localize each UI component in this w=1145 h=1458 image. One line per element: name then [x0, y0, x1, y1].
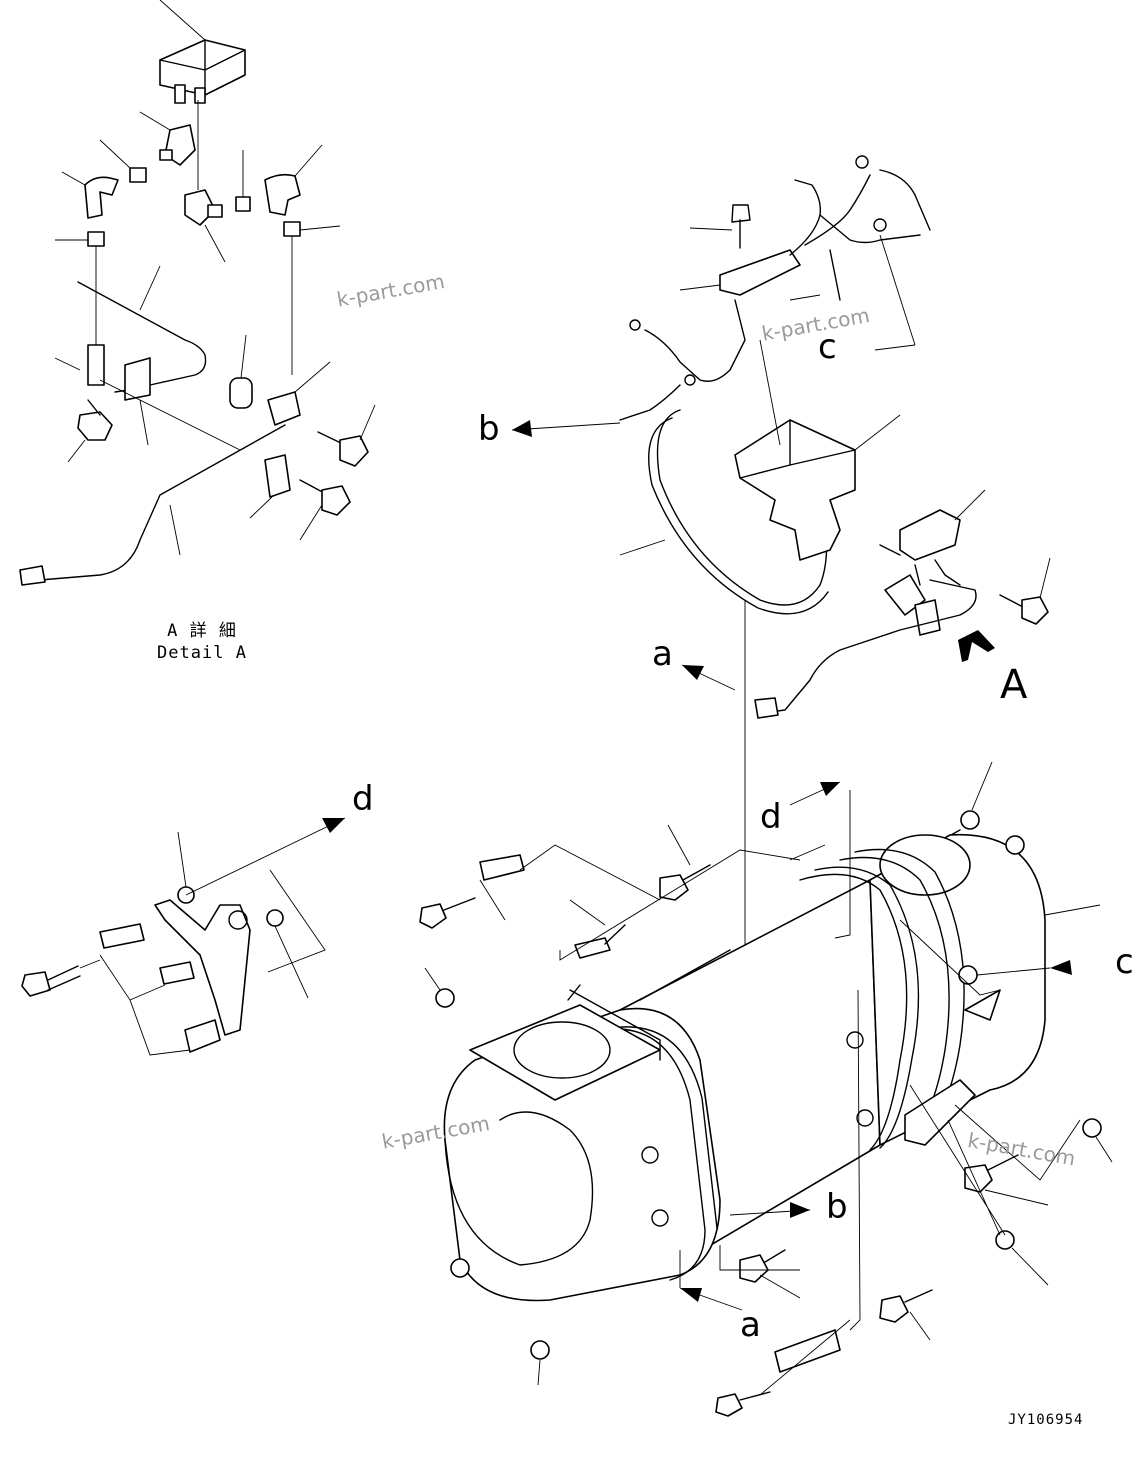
mounting-bracket-assembly: [21, 817, 346, 1056]
nut-small: [129, 167, 147, 183]
tube-end-fitting: [19, 565, 46, 586]
callout-d-right: d: [760, 797, 782, 837]
clamp-segment-2: [159, 961, 195, 985]
nut-small-2: [235, 196, 251, 212]
bolt-right-1: [317, 431, 369, 467]
clip-left: [87, 231, 105, 247]
spacer-collar: [229, 377, 253, 409]
callout-c-right: c: [1115, 942, 1134, 982]
pressure-sensor: [159, 39, 246, 104]
callout-a-bottom: a: [740, 1305, 761, 1345]
hose-elbow-left: [84, 176, 119, 219]
drawing-code: JY106954: [1008, 1412, 1084, 1428]
detail-caption-jp: A 詳 細: [167, 621, 237, 641]
sensor-module-right: [899, 509, 961, 561]
nut-bracket-2: [266, 909, 284, 927]
bolt-sensor: [999, 594, 1049, 625]
inlet-can: [443, 1007, 721, 1302]
callout-d-left: d: [352, 779, 374, 819]
clamp-segment-3: [184, 1019, 221, 1053]
fasteners: [419, 761, 1113, 1417]
view-direction-arrow-icon: [958, 630, 995, 662]
sensor-mount-bracket: [734, 419, 856, 561]
muffler-assembly: [419, 761, 1113, 1417]
harness-assembly: [511, 155, 1051, 985]
harness-connector-block: [719, 249, 801, 296]
mounting-bracket: [154, 899, 251, 1036]
bolt-right-2: [299, 479, 351, 516]
union-fitting: [184, 189, 223, 226]
callout-view-a: A: [1000, 662, 1028, 708]
outlet-port: [879, 834, 971, 896]
drain-hose-loop: [656, 409, 828, 606]
clamp-segment-1: [99, 923, 145, 949]
clamp-right: [267, 391, 301, 426]
sensor-tube-lower: [39, 424, 286, 581]
clip-right: [283, 221, 301, 237]
hose-elbow-right: [264, 173, 301, 216]
detail-a-assembly: [19, 0, 376, 586]
sensor-bracket: [87, 344, 151, 401]
bolt-left: [77, 399, 113, 441]
bolt-harness: [731, 204, 751, 249]
bolt-bracket: [21, 965, 81, 997]
callout-a-mid: a: [652, 634, 673, 674]
detail-caption: A 詳 細 Detail A: [142, 620, 262, 664]
clip-plate: [264, 454, 291, 498]
callout-b-top: b: [478, 409, 500, 449]
callout-c-top: c: [818, 327, 837, 367]
detail-caption-en: Detail A: [157, 643, 247, 663]
fitting-elbow: [159, 124, 196, 166]
callout-b-bottom: b: [826, 1187, 848, 1227]
outlet-can: [869, 833, 1046, 1146]
